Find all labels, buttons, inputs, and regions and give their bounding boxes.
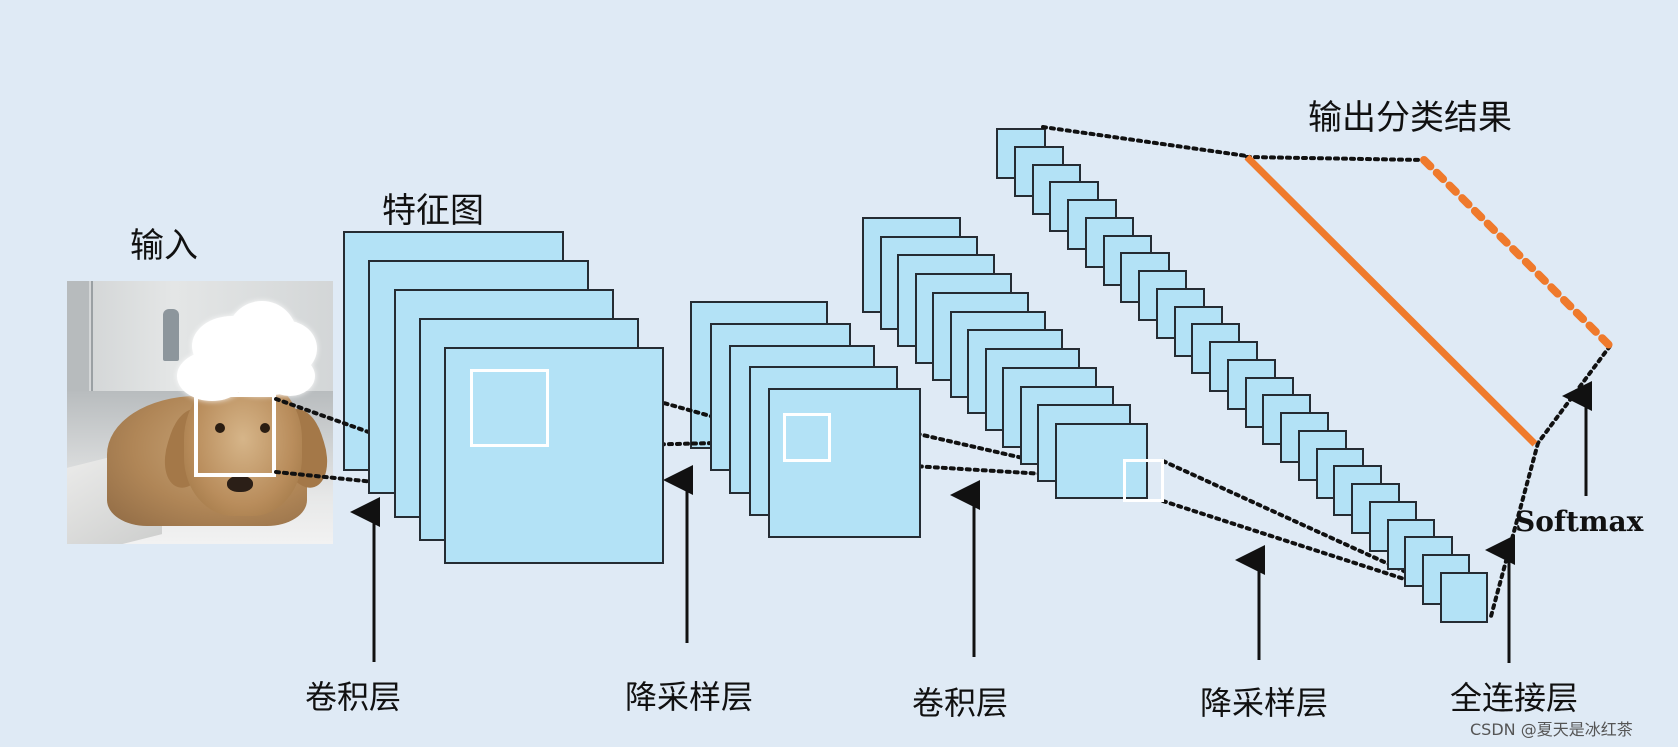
conv1-window-box — [470, 369, 549, 447]
conn-fc-right-softmax — [1536, 344, 1612, 445]
fully-connected-line — [1244, 154, 1538, 447]
pool1-map — [768, 388, 921, 538]
conn-pool2-fc-top — [1041, 125, 1249, 158]
conn-fc-top-output — [1245, 155, 1426, 162]
label-input: 输入 — [130, 226, 198, 266]
label-output-result: 输出分类结果 — [1308, 98, 1512, 138]
output-classes-line — [1420, 156, 1614, 350]
watermark: CSDN @夏天是冰红茶 — [1470, 720, 1633, 739]
label-softmax: Softmax — [1515, 505, 1644, 538]
conv2-window-box — [1123, 459, 1164, 502]
label-conv2: 卷积层 — [912, 684, 1009, 722]
conv1-map — [444, 347, 664, 564]
conn-fc-bottom — [1488, 441, 1540, 622]
pool1-window-box — [783, 413, 831, 462]
label-fully-connected: 全连接层 — [1450, 679, 1579, 717]
input-receptive-field-box — [194, 393, 276, 477]
pool2-map — [1440, 572, 1488, 623]
label-pool1: 降采样层 — [625, 678, 754, 716]
label-pool2: 降采样层 — [1200, 684, 1329, 722]
input-dog-photo — [67, 281, 333, 544]
label-conv1: 卷积层 — [305, 678, 402, 716]
label-feature-map: 特征图 — [382, 191, 484, 231]
